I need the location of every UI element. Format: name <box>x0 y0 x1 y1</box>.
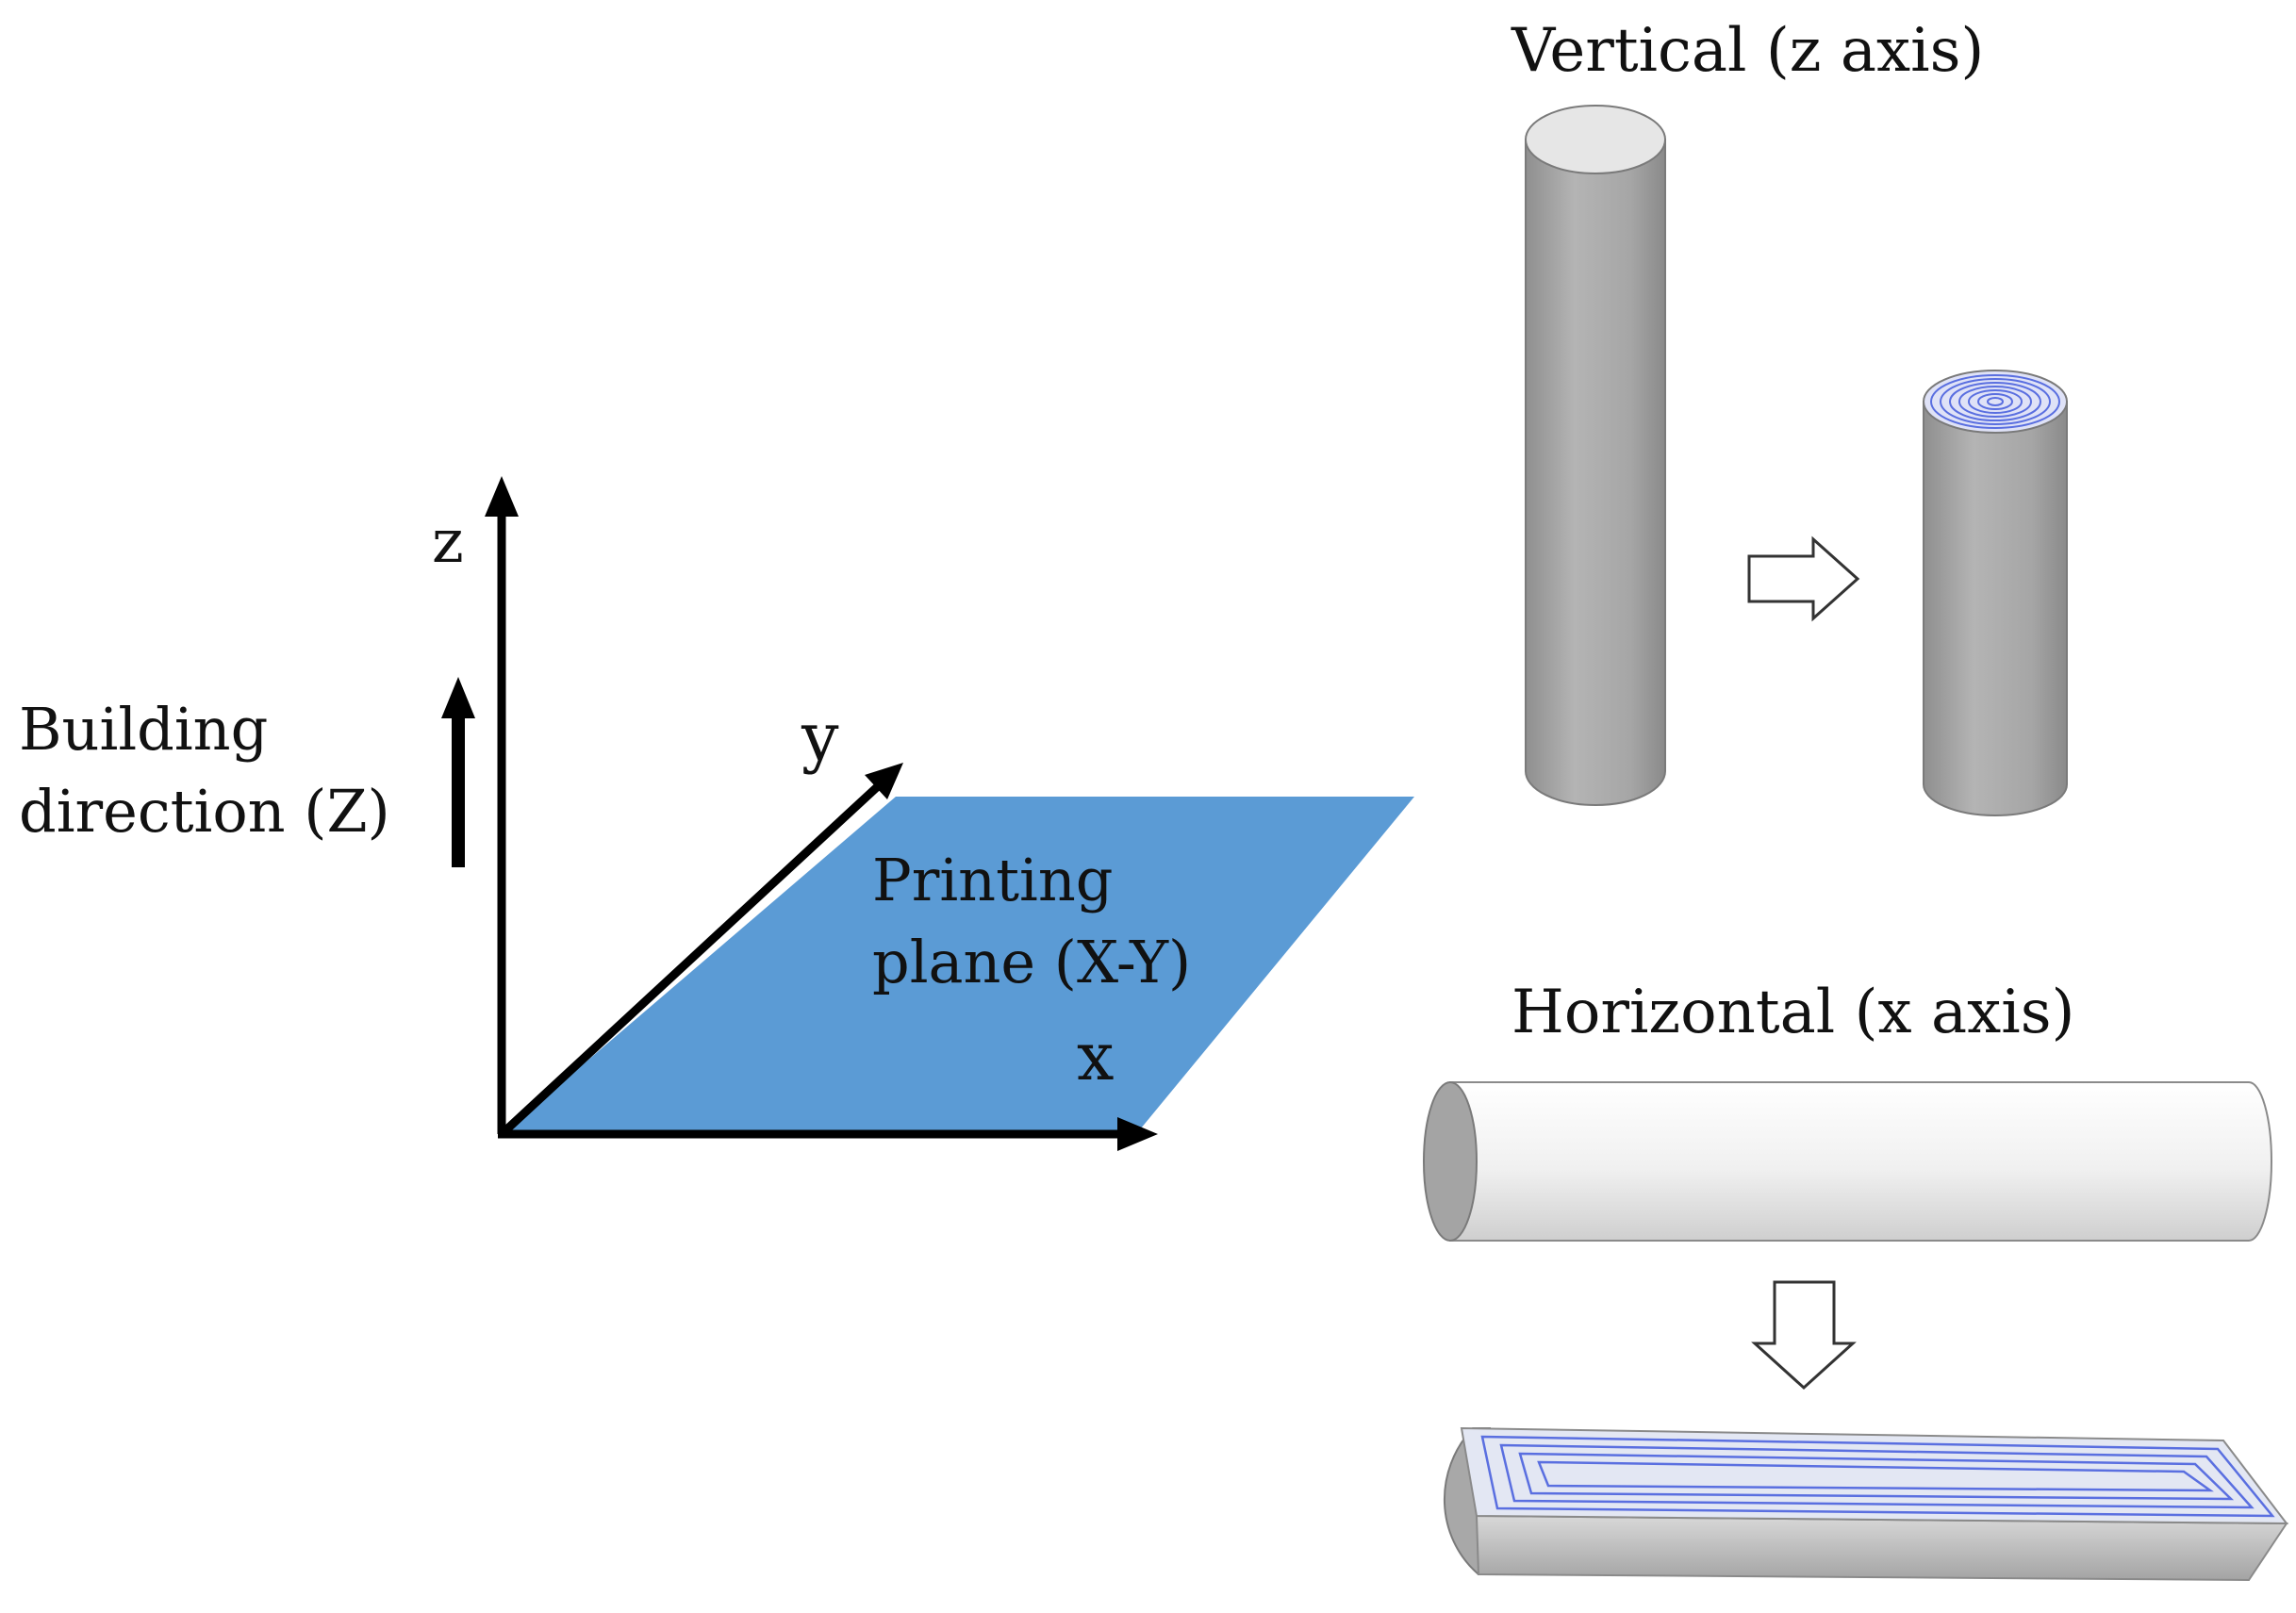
horizontal-cylinder-sliced <box>1444 1426 2289 1582</box>
building-direction-arrowhead <box>441 677 475 718</box>
horizontal-title: Horizontal (x axis) <box>1511 978 2075 1047</box>
building-direction-label-line1: Building <box>19 695 268 764</box>
y-axis-line <box>498 783 881 1138</box>
z-axis-label: z <box>432 507 464 577</box>
y-axis-arrowhead <box>865 763 903 799</box>
x-axis-label: x <box>1077 1018 1114 1095</box>
x-axis-arrowhead <box>1117 1117 1158 1151</box>
vertical-cylinder-full <box>1525 105 1666 806</box>
printing-plane <box>502 797 1414 1134</box>
zigzag-raster-icon <box>1480 1435 2275 1518</box>
printing-plane-label-line1: Printing <box>872 846 1113 914</box>
y-axis-label: y <box>801 699 839 776</box>
printing-plane-label-line2: plane (X-Y) <box>872 928 1191 996</box>
building-direction-label-line2: direction (Z) <box>19 777 390 846</box>
z-axis-arrowhead <box>485 476 519 517</box>
concentric-raster-icon <box>1930 374 2060 429</box>
down-arrow-icon <box>1751 1280 1857 1391</box>
vertical-title: Vertical (z axis) <box>1511 16 1984 86</box>
right-arrow-icon <box>1747 535 1860 622</box>
vertical-cylinder-sliced <box>1923 370 2068 816</box>
horizontal-cylinder-full <box>1423 1081 2272 1242</box>
